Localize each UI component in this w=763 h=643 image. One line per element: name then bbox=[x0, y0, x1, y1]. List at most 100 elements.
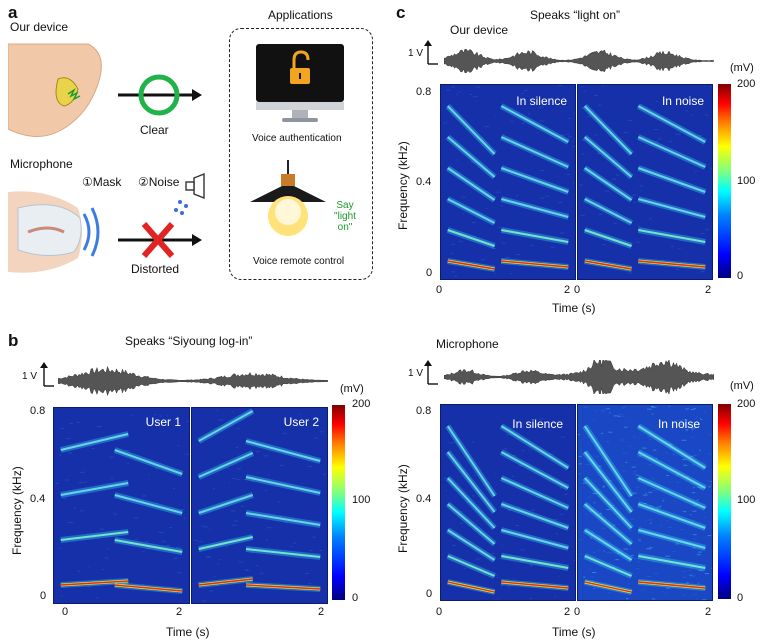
noise-speck bbox=[495, 472, 497, 474]
noise-speck bbox=[582, 153, 585, 155]
harmonic bbox=[637, 105, 706, 143]
noise-speck bbox=[564, 493, 568, 495]
noise-speck bbox=[594, 410, 597, 412]
noise-speck bbox=[616, 553, 620, 555]
noise-speck bbox=[608, 480, 612, 482]
noise-speck bbox=[690, 514, 692, 516]
c1-cbar-100: 100 bbox=[737, 175, 756, 187]
panel-c-our-device: Our device bbox=[450, 23, 509, 37]
noise-speck bbox=[573, 112, 575, 114]
noise-speck bbox=[58, 547, 61, 549]
noise-speck bbox=[145, 540, 149, 542]
light-text: "light bbox=[334, 211, 356, 222]
noise-speck bbox=[691, 492, 696, 494]
noise-speck bbox=[642, 447, 647, 449]
noise-speck bbox=[703, 410, 707, 412]
noise-speck bbox=[165, 544, 171, 546]
noise-speck bbox=[693, 426, 698, 428]
harmonic bbox=[60, 482, 129, 496]
noise-speck bbox=[700, 418, 703, 420]
noise-speck bbox=[622, 452, 628, 454]
noise-speck bbox=[698, 570, 703, 572]
c3-xtick-0b: 0 bbox=[574, 606, 581, 618]
noise-speck bbox=[638, 225, 640, 227]
noise-speck bbox=[133, 517, 139, 519]
noise-speck bbox=[597, 535, 602, 537]
noise-speck bbox=[649, 547, 653, 549]
noise-speck bbox=[498, 558, 500, 560]
c1-xtick-0b: 0 bbox=[574, 284, 581, 296]
c1-cbar-0: 0 bbox=[737, 270, 744, 282]
noise-speck bbox=[254, 440, 257, 442]
noise-speck bbox=[583, 90, 586, 92]
noise-speck bbox=[602, 85, 604, 87]
noise-speck bbox=[507, 586, 511, 588]
noise-speck bbox=[512, 475, 515, 477]
noise-speck bbox=[693, 593, 698, 595]
noise-speck bbox=[466, 501, 471, 503]
noise-speck bbox=[177, 445, 180, 447]
noise-speck bbox=[161, 541, 166, 543]
noise-speck bbox=[635, 568, 640, 570]
noise-speck bbox=[623, 548, 629, 550]
noise-speck bbox=[470, 161, 475, 163]
noise-speck bbox=[443, 477, 447, 479]
noise-speck bbox=[528, 449, 532, 451]
noise-speck bbox=[473, 96, 478, 98]
noise-speck bbox=[631, 466, 636, 468]
c1-ytick-04: 0.4 bbox=[416, 176, 432, 188]
noise-speck bbox=[538, 106, 544, 108]
noise-speck bbox=[639, 185, 644, 187]
noise-speck bbox=[517, 237, 520, 239]
noise-speck bbox=[639, 108, 644, 110]
noise-speck bbox=[173, 488, 175, 490]
noise-speck bbox=[632, 492, 637, 494]
noise-speck bbox=[661, 591, 664, 593]
noise-speck bbox=[475, 558, 481, 560]
harmonic bbox=[500, 167, 569, 193]
noise-speck bbox=[104, 557, 109, 559]
harmonic bbox=[60, 531, 129, 541]
noise-speck bbox=[638, 437, 641, 439]
noise-speck bbox=[232, 411, 235, 413]
noise-speck bbox=[655, 100, 658, 102]
spectrogram-c-mic-noise: In noise bbox=[577, 404, 713, 601]
noise-speck bbox=[601, 244, 607, 246]
noise-speck bbox=[215, 584, 219, 586]
noise-speck bbox=[572, 182, 575, 184]
noise-speck bbox=[642, 494, 648, 496]
noise-speck bbox=[578, 434, 580, 436]
noise-speck bbox=[589, 491, 591, 493]
noise-speck bbox=[491, 247, 497, 249]
noise-speck bbox=[645, 520, 647, 522]
noise-speck bbox=[463, 568, 466, 570]
c3-xtick-0: 0 bbox=[436, 606, 443, 618]
noise-speck bbox=[675, 455, 678, 457]
noise-speck bbox=[646, 575, 652, 577]
noise-speck bbox=[558, 575, 561, 577]
noise-speck bbox=[456, 93, 458, 95]
noise-speck bbox=[670, 177, 673, 179]
noise-speck bbox=[614, 552, 619, 554]
noise-speck bbox=[606, 408, 610, 410]
noise-speck bbox=[628, 119, 633, 121]
noise-speck bbox=[193, 539, 199, 541]
noise-speck bbox=[521, 123, 525, 125]
noise-speck bbox=[449, 442, 455, 444]
noise-speck bbox=[648, 519, 653, 521]
noise-speck bbox=[215, 409, 218, 411]
harmonic bbox=[447, 167, 496, 201]
noise-speck bbox=[205, 556, 211, 558]
noise-speck bbox=[671, 246, 674, 248]
noise-speck bbox=[515, 483, 521, 485]
noise-speck bbox=[501, 242, 506, 244]
harmonic-peak bbox=[501, 581, 569, 589]
noise-speck bbox=[250, 480, 255, 482]
noise-speck bbox=[110, 477, 113, 479]
noise-speck bbox=[653, 449, 657, 451]
panel-b-label: b bbox=[8, 331, 19, 350]
noise-speck bbox=[685, 429, 689, 431]
noise-speck bbox=[616, 547, 618, 549]
noise-speck bbox=[456, 159, 459, 161]
